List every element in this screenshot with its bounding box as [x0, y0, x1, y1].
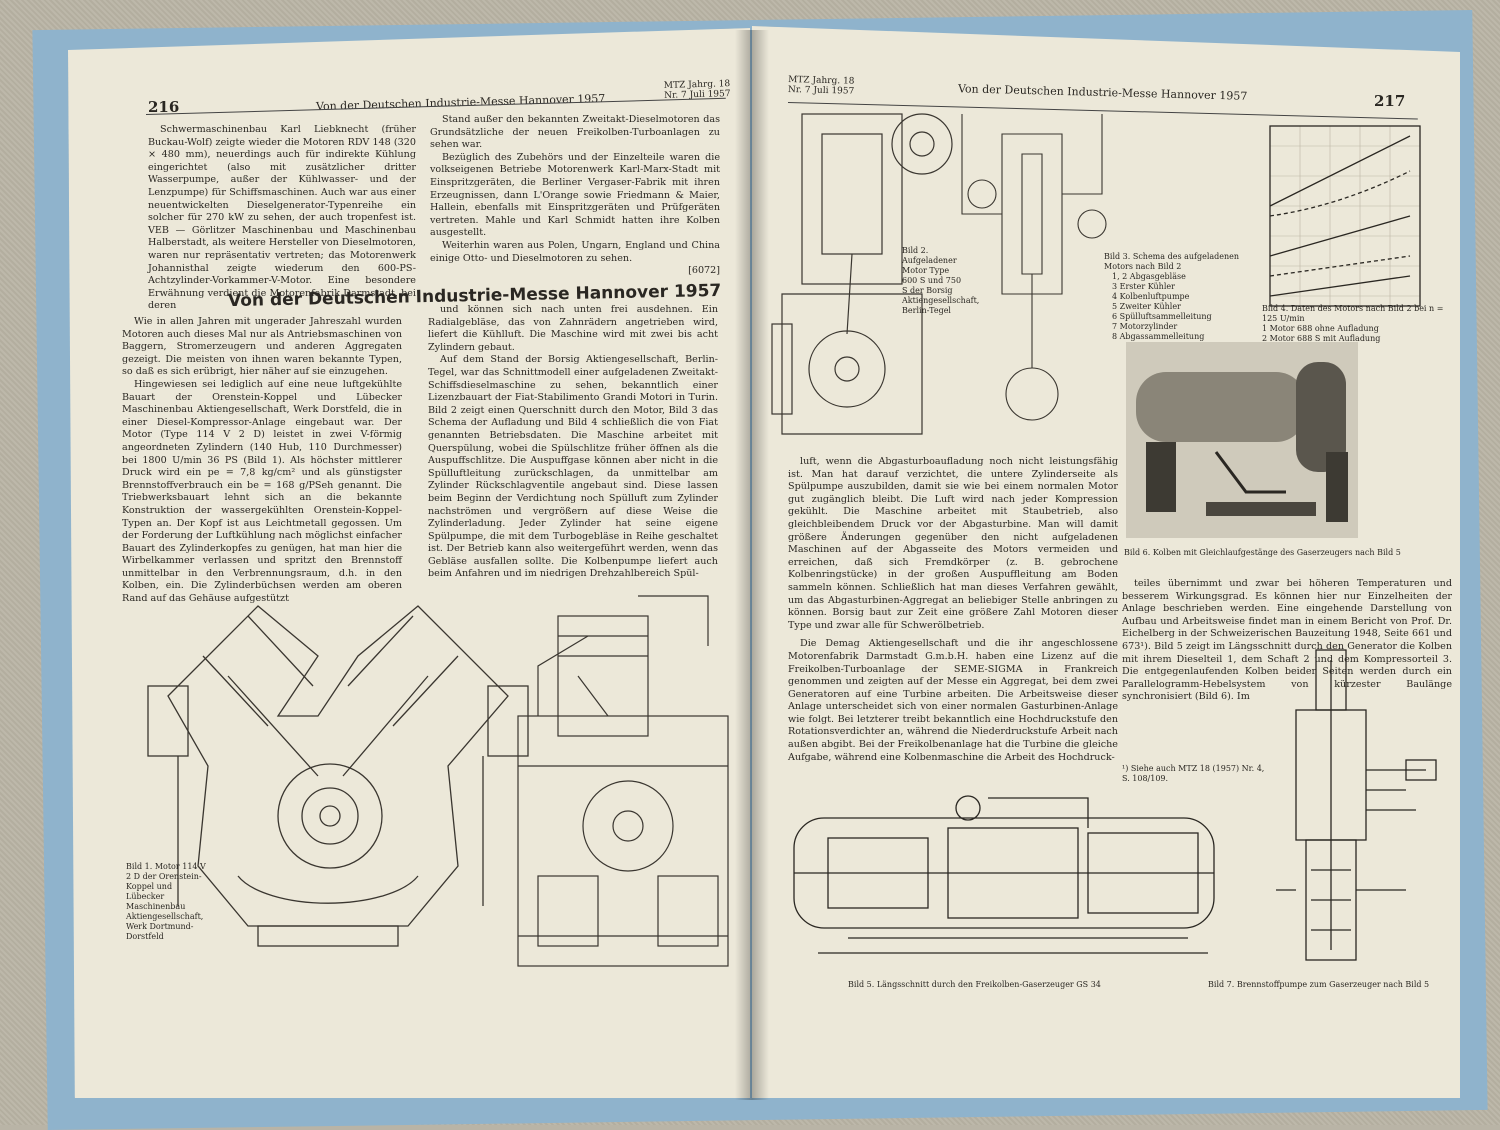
- paragraph: Schwermaschinenbau Karl Liebknecht (früh…: [148, 124, 416, 312]
- left-col2-intro: Stand außer den bekannten Zweitakt-Diese…: [430, 114, 720, 278]
- right-page: MTZ Jahrg. 18 Nr. 7 Juli 1957 Von der De…: [752, 26, 1460, 1098]
- figure-7-drawing: [1276, 649, 1437, 961]
- figure-2-caption: Bild 2. Aufgeladener Motor Type 600 S un…: [902, 246, 980, 315]
- left-col1-body: Wie in allen Jahren mit ungerader Jahres…: [122, 316, 402, 606]
- figure-7-caption: Bild 7. Brennstoffpumpe zum Gaserzeuger …: [1208, 980, 1430, 989]
- left-page: 216 Von der Deutschen Industrie-Messe Ha…: [68, 28, 750, 1098]
- legend-item: 6 Spülluftsammelleitung: [1112, 312, 1212, 321]
- left-col1-intro: Schwermaschinenbau Karl Liebknecht (früh…: [148, 124, 416, 313]
- paragraph: Die Demag Aktiengesellschaft und die ihr…: [788, 638, 1118, 763]
- left-col2-body: und können sich nach unten frei ausdehne…: [428, 304, 718, 581]
- right-col2-body: teiles übernimmt und zwar bei höheren Te…: [1122, 578, 1452, 704]
- right-col1-body: luft, wenn die Abgasturboaufladung noch …: [788, 456, 1118, 764]
- paragraph: Hingewiesen sei lediglich auf eine neue …: [122, 378, 402, 605]
- legend-item: 5 Zweiter Kühler: [1112, 302, 1181, 311]
- figure-1-engine-drawing: [147, 595, 729, 967]
- paragraph: Stand außer den bekannten Zweitakt-Diese…: [430, 114, 720, 151]
- legend-item: 1 Motor 688 ohne Aufladung: [1262, 324, 1379, 333]
- paragraph: Auf dem Stand der Borsig Aktiengesellsch…: [428, 354, 718, 580]
- figure-4-data-plot: [1269, 125, 1421, 307]
- figure-6-photo: [1126, 342, 1358, 538]
- figure-3-caption: Bild 3. Schema des aufgeladenen Motors n…: [1104, 252, 1254, 342]
- paragraph: luft, wenn die Abgasturboaufladung noch …: [788, 456, 1118, 631]
- legend-item: 2 Motor 688 S mit Aufladung: [1262, 334, 1381, 343]
- book-gutter-shadow: [735, 30, 769, 1100]
- paragraph: Wie in allen Jahren mit ungerader Jahres…: [122, 316, 402, 378]
- legend-item: 3 Erster Kühler: [1112, 282, 1175, 291]
- figure-3-legend: 1, 2 Abgasgebläse 3 Erster Kühler 4 Kolb…: [1104, 272, 1254, 342]
- paragraph: und können sich nach unten frei ausdehne…: [428, 304, 718, 353]
- figure-2-3-engine-drawing: [771, 113, 1107, 435]
- figure-1-caption: Bild 1. Motor 114 V 2 D der Orenstein-Ko…: [126, 862, 206, 941]
- legend-item: 1, 2 Abgasgebläse: [1112, 272, 1186, 281]
- figure-5-caption: Bild 5. Längsschnitt durch den Freikolbe…: [848, 980, 1101, 989]
- legend-item: 7 Motorzylinder: [1112, 322, 1178, 331]
- figure-6-caption: Bild 6. Kolben mit Gleichlaufgestänge de…: [1124, 548, 1401, 557]
- figure-4-title: Bild 4. Daten des Motors nach Bild 2 bei…: [1262, 304, 1444, 323]
- legend-item: 4 Kolbenluftpumpe: [1112, 292, 1190, 301]
- page-number-right: 217: [1374, 92, 1406, 110]
- figure-4-caption: Bild 4. Daten des Motors nach Bild 2 bei…: [1262, 304, 1452, 344]
- article-ref-number: [6072]: [688, 265, 720, 277]
- paragraph: Bezüglich des Zubehörs und der Einzeltei…: [430, 151, 720, 239]
- paragraph: teiles übernimmt und zwar bei höheren Te…: [1122, 578, 1452, 703]
- figure-5-drawing: [793, 795, 1215, 954]
- page-number-left: 216: [148, 98, 180, 116]
- legend-item: 8 Abgassammelleitung: [1112, 332, 1205, 341]
- footnote: ¹) Siehe auch MTZ 18 (1957) Nr. 4, S. 10…: [1122, 764, 1265, 783]
- figure-3-title: Bild 3. Schema des aufgeladenen Motors n…: [1104, 252, 1240, 271]
- paragraph: Weiterhin waren aus Polen, Ungarn, Engla…: [430, 239, 720, 264]
